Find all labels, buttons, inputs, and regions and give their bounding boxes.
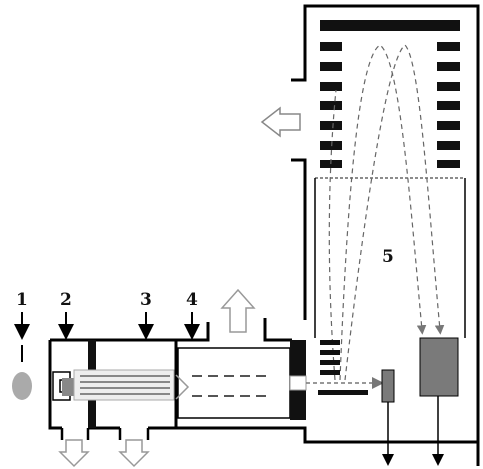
reflectron-detector xyxy=(419,337,459,397)
pump-arrow-left-1 xyxy=(58,439,90,468)
label-pointers xyxy=(14,312,200,362)
label-5: 5 xyxy=(382,247,394,267)
sample-droplet xyxy=(12,372,32,400)
linear-detector xyxy=(381,369,395,403)
flight-tube-walls xyxy=(291,4,480,466)
pump-arrow-up xyxy=(220,288,256,333)
reflectron-electrodes-right xyxy=(437,42,460,168)
pump-arrow-flight-tube xyxy=(260,106,301,138)
ion-flight-paths xyxy=(328,44,445,381)
label-1: 1 xyxy=(16,290,28,310)
extraction-grids xyxy=(318,340,368,395)
emitter xyxy=(52,371,74,401)
pump-arrow-left-2 xyxy=(118,439,150,468)
pusher-slit xyxy=(289,375,307,391)
ion-beam xyxy=(73,369,175,401)
label-3: 3 xyxy=(140,290,152,310)
reflectron-top-plate xyxy=(320,20,460,31)
drift-region xyxy=(314,177,466,338)
label-2: 2 xyxy=(60,290,72,310)
ion-guide-box xyxy=(175,347,291,419)
reflectron-electrodes-left xyxy=(320,42,342,168)
label-4: 4 xyxy=(186,290,198,310)
rough-pump-ports xyxy=(60,428,150,440)
